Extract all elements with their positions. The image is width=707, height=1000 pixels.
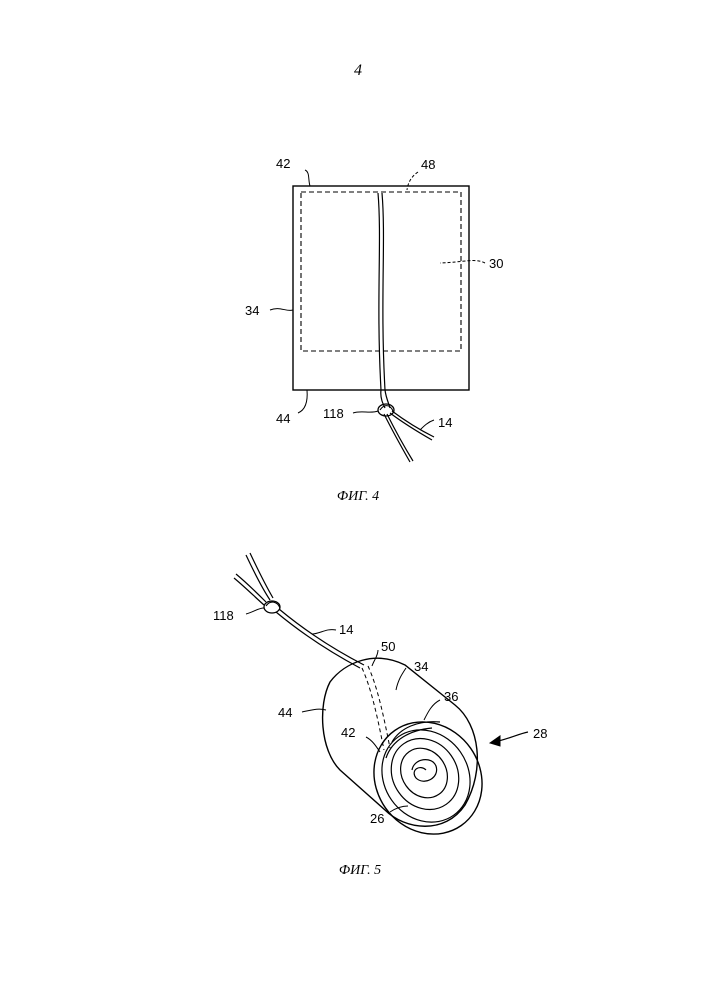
fig5-leader-118 xyxy=(246,608,264,614)
fig5-string-main xyxy=(276,609,364,668)
figure-5-caption: ФИГ. 5 xyxy=(300,863,420,879)
fig5-label-50: 50 xyxy=(381,639,395,654)
fig4-label-42: 42 xyxy=(276,156,290,171)
fig5-leader-36 xyxy=(424,700,440,720)
fig5-leader-14 xyxy=(312,630,336,634)
fig4-leader-34 xyxy=(270,309,293,311)
fig5-spiral-ring-2 xyxy=(378,725,473,822)
fig5-label-36: 36 xyxy=(444,689,458,704)
fig4-string-end-1 xyxy=(384,414,413,462)
fig4-label-48: 48 xyxy=(421,157,435,172)
fig4-knot-loop xyxy=(380,406,393,411)
fig5-leader-42 xyxy=(366,737,380,752)
fig4-label-44: 44 xyxy=(276,411,290,426)
fig4-leader-118 xyxy=(353,411,378,413)
fig5-label-34: 34 xyxy=(414,659,428,674)
fig5-end-face xyxy=(352,701,504,856)
fig5-arrowhead-28 xyxy=(490,736,500,746)
fig5-label-118: 118 xyxy=(213,608,234,623)
fig5-label-28: 28 xyxy=(533,726,547,741)
fig4-pouch-outline xyxy=(293,186,469,390)
fig4-leader-44 xyxy=(298,390,307,413)
fig4-label-118: 118 xyxy=(323,406,344,421)
fig5-label-26: 26 xyxy=(370,811,384,826)
fig4-label-30: 30 xyxy=(489,256,503,271)
fig5-spiral-center xyxy=(412,760,437,782)
fig5-roll-body xyxy=(323,658,478,826)
fig4-string-upper xyxy=(378,193,385,390)
figure-4 xyxy=(270,170,485,462)
fig4-leader-30 xyxy=(440,261,485,263)
fig4-label-34: 34 xyxy=(245,303,259,318)
fig5-label-14: 14 xyxy=(339,622,353,637)
fig5-knot xyxy=(264,601,280,613)
fig4-leader-48 xyxy=(407,172,418,190)
fig5-label-42: 42 xyxy=(341,725,355,740)
fig4-label-14: 14 xyxy=(438,415,452,430)
figure-4-caption: ФИГ. 4 xyxy=(298,489,418,505)
fig5-spiral-ring-3 xyxy=(391,739,457,807)
fig5-leader-34 xyxy=(396,668,406,690)
fig4-string-end-2 xyxy=(390,411,434,440)
fig5-string-end-1 xyxy=(234,574,266,605)
fig4-leader-14 xyxy=(420,420,434,430)
fig5-label-44: 44 xyxy=(278,705,292,720)
fig4-leader-42 xyxy=(305,170,310,186)
fig4-dashed-seal-region xyxy=(301,192,461,351)
